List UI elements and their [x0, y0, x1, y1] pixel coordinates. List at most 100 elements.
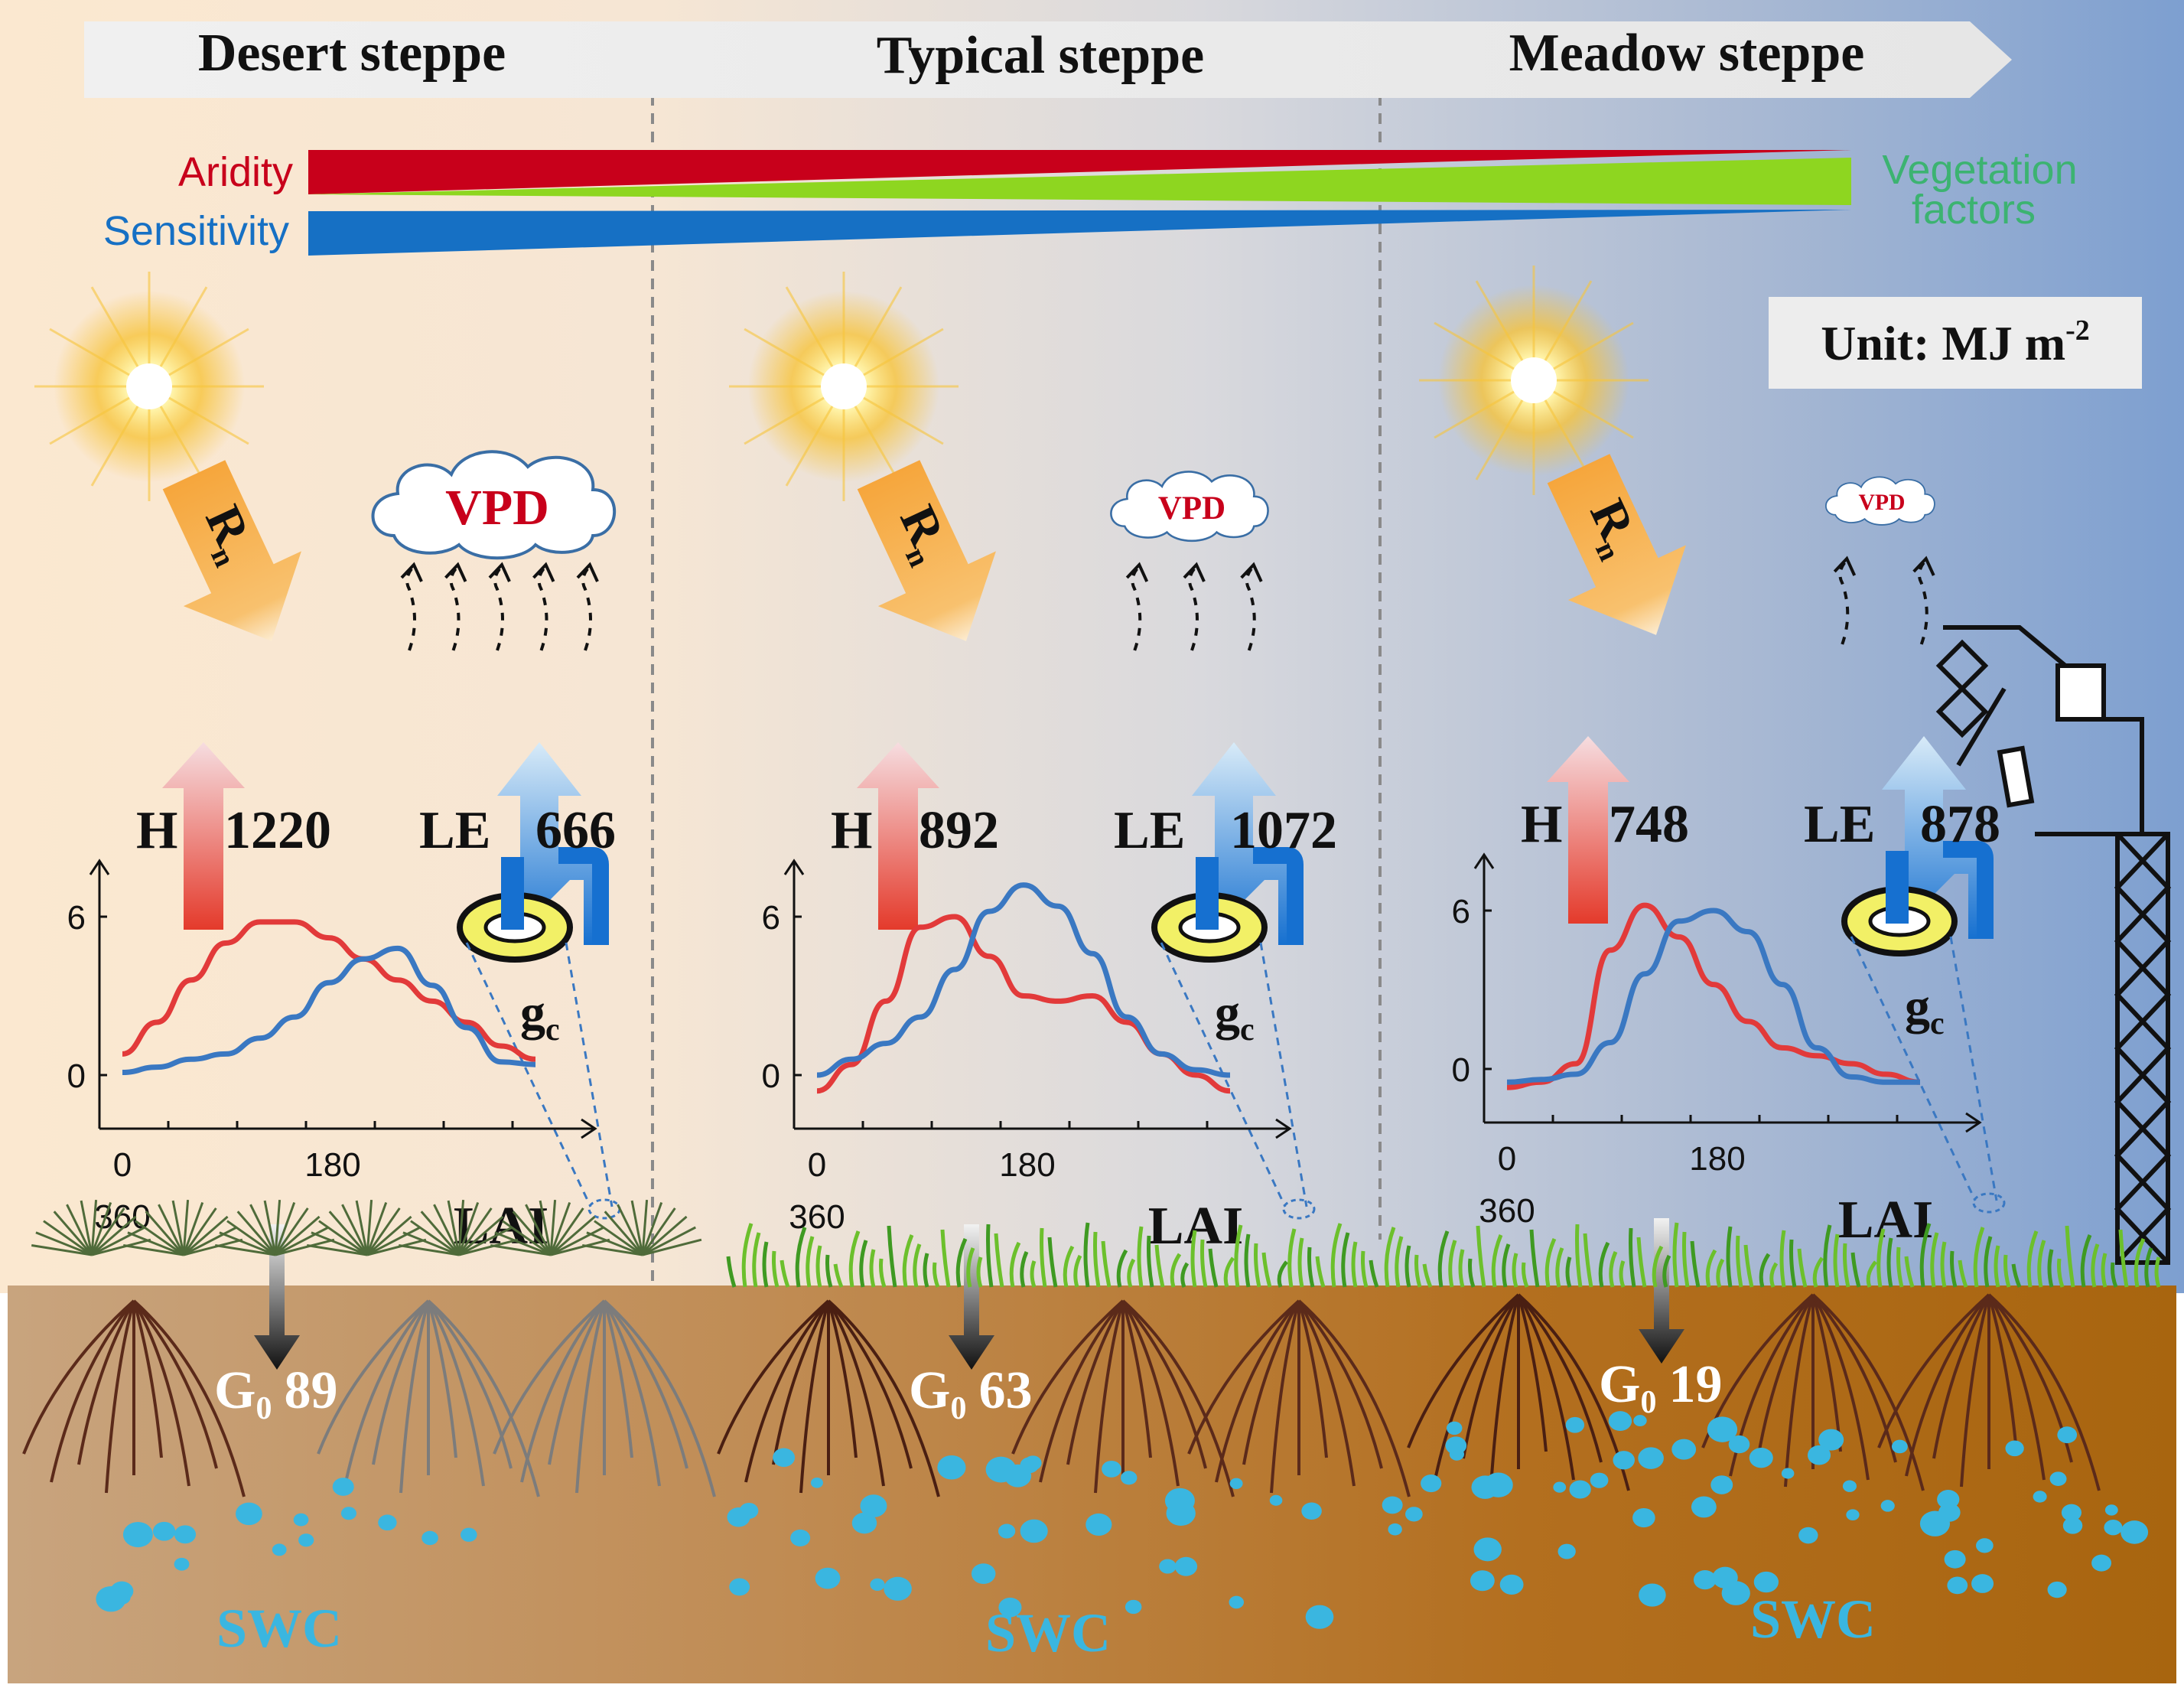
vpd-cloud: VPD	[371, 450, 617, 560]
gc-label: gc	[1215, 985, 1255, 1048]
zoom-line	[465, 942, 592, 1207]
lai-chart-typical: 0 6 0 180 360 LAI	[762, 859, 1292, 1256]
h-value: 892	[919, 801, 999, 860]
chart-y-axis-arrowhead	[1473, 852, 1495, 869]
chart-series-blue-line	[1506, 908, 1920, 1085]
vapor-arrows	[400, 562, 599, 651]
rn-arrow: Rn	[162, 460, 301, 641]
sensible-heat-arrow	[857, 742, 939, 930]
zoom-target	[1972, 1192, 2006, 1214]
sensitivity-label: Sensitivity	[103, 208, 289, 254]
chart-x-tick-label: 0	[808, 1146, 826, 1184]
chart-x-tick-label: 0	[1498, 1140, 1516, 1178]
aridity-wedge	[308, 150, 1851, 194]
vpd-label: VPD	[1158, 490, 1225, 526]
chart-series-red-line	[122, 919, 536, 1062]
ground-heat-arrow	[949, 1224, 994, 1370]
chart-y-tick-label: 6	[1452, 893, 1470, 930]
rn-arrow: Rn	[857, 460, 996, 641]
aridity-label: Aridity	[178, 149, 293, 195]
grass-layer	[31, 1200, 2161, 1288]
zoom-line	[1949, 936, 1998, 1201]
chart-y-tick-label: 6	[67, 899, 86, 937]
zone-header-ribbon	[84, 21, 2012, 98]
le-value: 1072	[1230, 801, 1337, 860]
chart-x-axis-arrowhead	[1965, 1112, 1982, 1133]
zone-title-meadow: Meadow steppe	[1509, 24, 1865, 83]
chart-y-tick-label: 6	[762, 899, 780, 937]
chart-x-tick-label: 360	[94, 1198, 150, 1236]
vpd-label: VPD	[445, 480, 549, 536]
swc-label-desert: SWC	[216, 1598, 342, 1659]
chart-y-tick-label: 0	[1452, 1051, 1470, 1089]
sensible-heat-arrow	[1547, 736, 1629, 924]
sun-icon	[729, 272, 959, 501]
chart-x-tick-label: 180	[1689, 1140, 1745, 1178]
vpd-cloud: VPD	[1110, 471, 1269, 542]
zoom-line	[565, 942, 614, 1207]
chart-y-tick-label: 0	[67, 1057, 86, 1095]
le-value: 666	[535, 801, 616, 860]
h-value: 1220	[224, 801, 331, 860]
unit-label: Unit: MJ m-2	[1821, 314, 2090, 370]
plant-roots	[22, 1299, 716, 1497]
chart-x-axis-label: LAI	[1148, 1197, 1243, 1256]
vegetation-label-line2: factors	[1912, 187, 2036, 233]
le-label: LE	[1804, 795, 1875, 854]
le-label: LE	[1114, 801, 1185, 860]
le-value: 878	[1920, 795, 2000, 854]
zone-title-typical: Typical steppe	[877, 26, 1204, 85]
ground-heat-arrow	[254, 1224, 300, 1370]
chart-x-tick-label: 360	[789, 1198, 845, 1236]
zoom-line	[1850, 936, 1977, 1201]
vapor-arrows	[1833, 556, 1935, 645]
le-label: LE	[419, 801, 490, 860]
gc-label: gc	[1905, 979, 1945, 1041]
chart-y-axis-arrowhead	[89, 859, 110, 875]
vegetation-label-line1: Vegetation	[1882, 147, 2077, 193]
h-label: H	[831, 801, 872, 860]
stomata-icon	[1151, 857, 1268, 963]
gc-label: gc	[520, 985, 560, 1048]
vpd-label: VPD	[1858, 490, 1905, 515]
flux-tower-icon	[1935, 625, 2172, 1265]
chart-x-axis-label: LAI	[1838, 1191, 1933, 1250]
chart-x-axis-arrowhead	[1275, 1118, 1292, 1139]
chart-x-tick-label: 180	[304, 1146, 360, 1184]
plant-roots	[717, 1299, 1411, 1497]
chart-y-tick-label: 0	[762, 1057, 780, 1095]
rn-arrow: Rn	[1547, 454, 1686, 635]
chart-x-axis-arrowhead	[581, 1118, 597, 1139]
sun-icon	[34, 272, 264, 501]
stomata-icon	[1841, 851, 1958, 956]
vapor-arrows	[1125, 562, 1263, 651]
zoom-target	[1282, 1198, 1316, 1220]
zoom-line	[1160, 942, 1287, 1207]
chart-series-blue-line	[122, 945, 536, 1076]
zoom-line	[1259, 942, 1308, 1207]
sun-icon	[1419, 266, 1649, 495]
sensitivity-wedge	[308, 210, 1851, 256]
h-label: H	[136, 801, 177, 860]
vpd-cloud: VPD	[1824, 476, 1935, 526]
sensible-heat-arrow	[162, 742, 245, 930]
zone-title-desert: Desert steppe	[198, 24, 506, 83]
unit-box	[1769, 297, 2142, 389]
stomata-icon	[457, 857, 573, 963]
h-value: 748	[1609, 795, 1689, 854]
soil-layer	[8, 1286, 2176, 1683]
chart-x-tick-label: 0	[113, 1146, 132, 1184]
h-label: H	[1521, 795, 1562, 854]
vegetation-wedge	[308, 158, 1851, 205]
chart-x-tick-label: 180	[999, 1146, 1055, 1184]
chart-series-red-line	[1506, 902, 1921, 1090]
swc-label-meadow: SWC	[1750, 1589, 1876, 1650]
ground-heat-arrow	[1639, 1218, 1684, 1364]
